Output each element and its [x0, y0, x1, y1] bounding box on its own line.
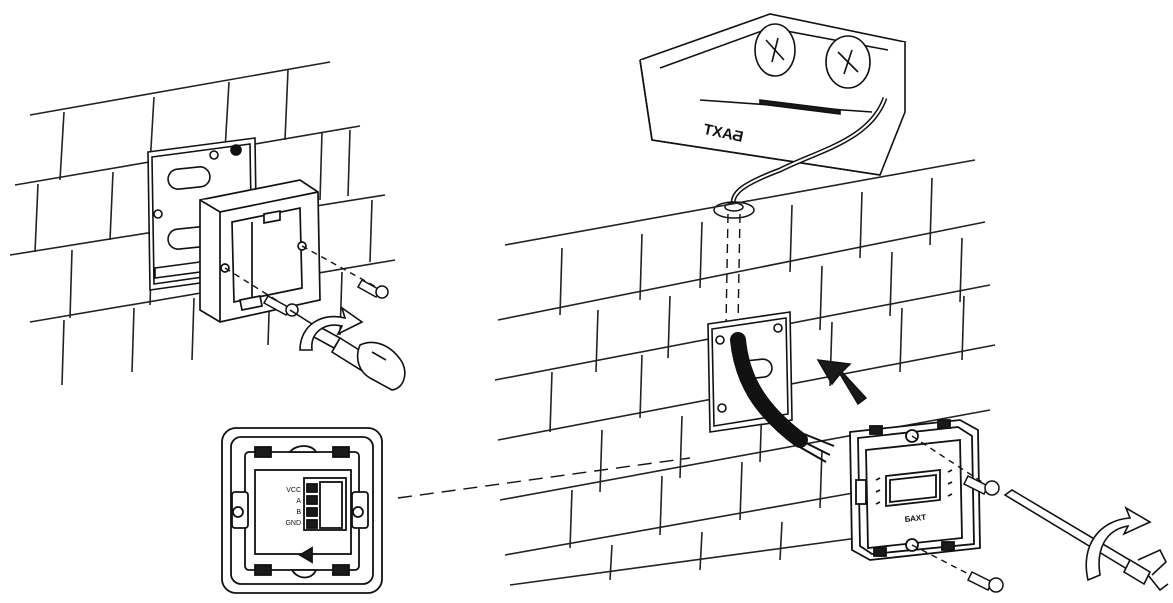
cable-icon	[730, 97, 888, 212]
terminal-label-b: B	[296, 509, 301, 516]
wall-conduit	[725, 213, 741, 326]
controller-front	[849, 419, 981, 561]
screw-guides-left	[224, 245, 379, 311]
ventilation-unit	[639, 13, 907, 176]
controller-back	[221, 427, 383, 594]
ceiling-grommet	[713, 201, 755, 219]
terminal-labels: VCC A B GND	[285, 487, 301, 527]
right-brick-wall	[494, 159, 996, 586]
terminal-label-gnd: GND	[285, 520, 301, 527]
screw-icon	[356, 278, 389, 299]
screw-guides-right	[911, 435, 991, 586]
rotation-arrow-icon	[1085, 506, 1152, 582]
terminal-label-a: A	[296, 498, 301, 505]
push-arrow-icon	[816, 359, 868, 406]
screw-icon	[966, 570, 1004, 593]
terminal-label-vcc: VCC	[286, 487, 301, 494]
mounting-box-left	[199, 179, 321, 323]
rotation-arrow-icon	[299, 306, 364, 351]
controller-brand-label: БАХТ	[904, 513, 926, 524]
cable-icon	[730, 332, 835, 463]
screw-icon	[962, 474, 1000, 496]
dashed-connector	[397, 457, 691, 499]
hand-icon	[356, 341, 406, 391]
